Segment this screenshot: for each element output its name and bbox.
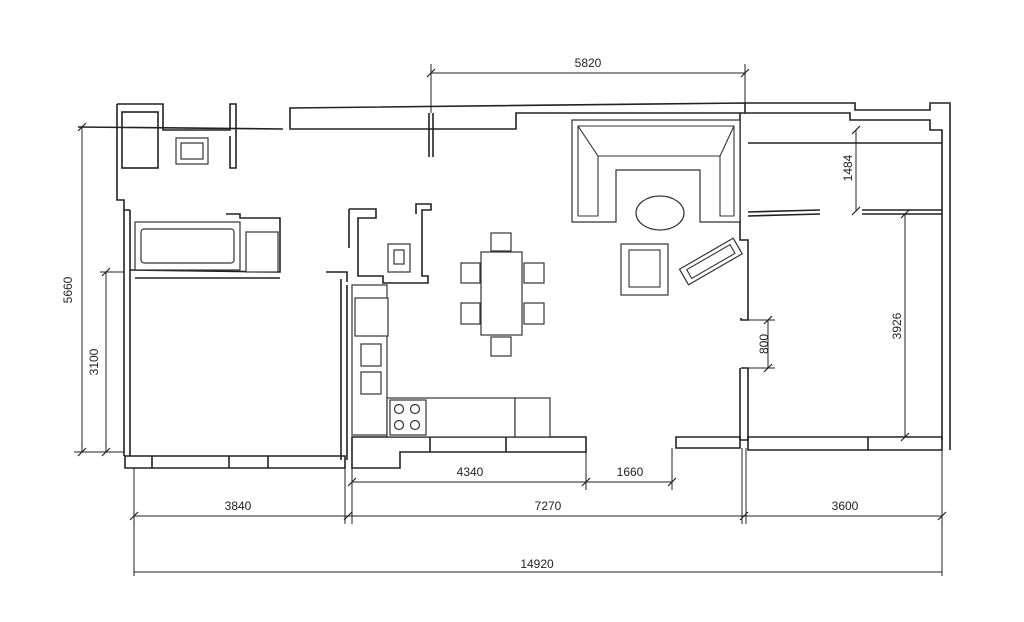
sink-1 <box>360 343 382 367</box>
dim-right-width: 3600 <box>832 499 859 513</box>
dim-right-door: 800 <box>757 334 771 354</box>
chair <box>490 232 512 252</box>
furniture <box>134 119 744 438</box>
fridge <box>354 297 389 337</box>
chair <box>460 302 481 325</box>
dining-table <box>480 251 523 336</box>
dim-left-room-height: 3100 <box>87 348 101 375</box>
dim-center-width: 7270 <box>535 499 562 513</box>
chair <box>523 302 545 325</box>
burner <box>393 419 405 431</box>
corner-sofa <box>571 119 741 223</box>
dim-kitchen-run: 4340 <box>457 465 484 479</box>
toilet <box>245 231 279 273</box>
dimension-lines <box>74 64 947 576</box>
dim-opening: 1660 <box>617 465 644 479</box>
dimension-labels: 5820 5660 3100 1484 3926 800 4340 1660 3… <box>61 56 904 571</box>
oven-unit <box>514 397 551 438</box>
chair <box>490 336 512 357</box>
stove <box>389 399 427 436</box>
dim-right-large-room: 3926 <box>890 312 904 339</box>
chair <box>523 262 545 284</box>
burner <box>393 403 405 415</box>
dim-left-total-height: 5660 <box>61 276 75 303</box>
dim-right-small-room: 1484 <box>841 154 855 181</box>
burner <box>409 419 421 431</box>
bench <box>678 237 744 286</box>
dim-top-living-width: 5820 <box>575 56 602 70</box>
burner <box>409 403 421 415</box>
coffee-table <box>635 195 685 231</box>
chair <box>460 262 481 284</box>
dim-left-width: 3840 <box>225 499 252 513</box>
dim-total-width: 14920 <box>520 557 554 571</box>
sink-2 <box>360 371 382 395</box>
